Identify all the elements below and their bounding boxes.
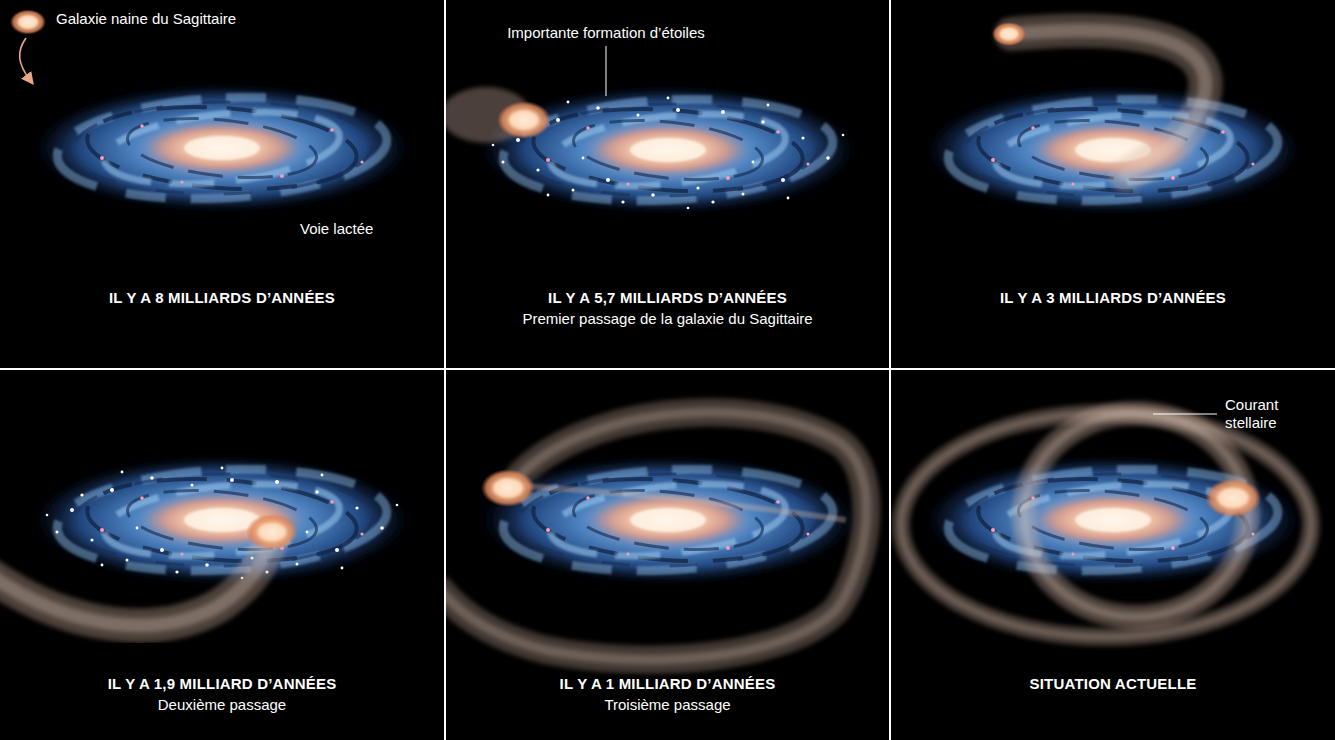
leader-line — [1153, 414, 1217, 415]
panel-ground — [891, 370, 1335, 740]
time-panel: IL Y A 3 MILLIARDS D’ANNÉES — [891, 0, 1335, 368]
time-caption: IL Y A 5,7 MILLIARDS D’ANNÉES — [446, 289, 889, 307]
time-panel: IL Y A 1,9 MILLIARD D’ANNÉES Deuxième pas… — [0, 370, 444, 740]
callout-label: Voie lactée — [300, 220, 373, 238]
panel-ground — [446, 0, 889, 368]
time-panel: IL Y A 8 MILLIARDS D’ANNÉES Galaxie naine… — [0, 0, 444, 368]
fall-arrow — [20, 38, 30, 80]
callout-label: Galaxie naine du Sagittaire — [56, 10, 236, 28]
panel-art — [10, 9, 412, 212]
panel-ground — [891, 0, 1335, 368]
callout-label: Importante formation d’étoiles — [507, 24, 705, 42]
passage-caption: Premier passage de la galaxie du Sagitta… — [446, 310, 889, 328]
panel-art — [923, 22, 1303, 214]
time-caption: IL Y A 3 MILLIARDS D’ANNÉES — [891, 289, 1335, 307]
passage-caption: Troisième passage — [446, 696, 889, 714]
passage-caption: Deuxième passage — [0, 696, 444, 714]
time-caption: IL Y A 8 MILLIARDS D’ANNÉES — [0, 289, 444, 307]
time-panel: IL Y A 5,7 MILLIARDS D’ANNÉES Premier pas… — [446, 0, 889, 368]
panel-art — [901, 413, 1311, 637]
panel-art — [436, 412, 866, 659]
time-caption: SITUATION ACTUELLE — [891, 675, 1335, 693]
panel-art — [441, 46, 858, 214]
time-panel: SITUATION ACTUELLE Courant stellaire — [891, 370, 1335, 740]
panel-ground — [0, 0, 444, 368]
leader-line — [606, 46, 607, 96]
callout-label: Courant stellaire — [1225, 396, 1305, 432]
time-panel: IL Y A 1 MILLIARD D’ANNÉES Troisième pass… — [446, 370, 889, 740]
time-caption: IL Y A 1 MILLIARD D’ANNÉES — [446, 675, 889, 693]
panel-art — [0, 456, 412, 625]
time-caption: IL Y A 1,9 MILLIARD D’ANNÉES — [0, 675, 444, 693]
panel-ground — [0, 370, 444, 740]
